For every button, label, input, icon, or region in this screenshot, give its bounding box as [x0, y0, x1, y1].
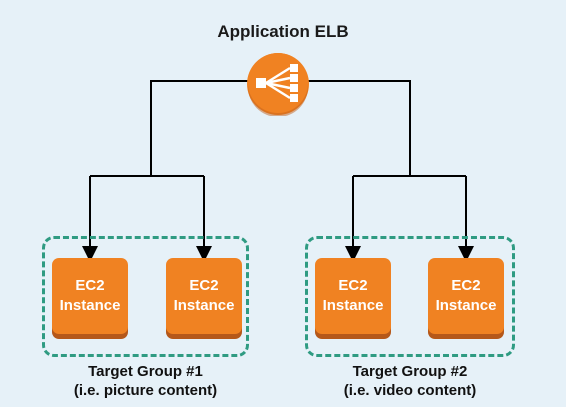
- diagram-title: Application ELB: [217, 22, 349, 41]
- ec2-instance-4: EC2 Instance: [428, 258, 504, 334]
- instance-label-line2: Instance: [173, 297, 235, 314]
- instance-label-line1: EC2: [75, 277, 105, 294]
- elb-icon: [247, 53, 309, 116]
- ec2-instance-1: EC2 Instance: [52, 258, 128, 334]
- target-group-2-title: Target Group #2: [352, 363, 468, 380]
- instance-label-line2: Instance: [59, 297, 121, 314]
- target-group-1-label: Target Group #1 (i.e. picture content): [42, 362, 249, 400]
- target-group-2-subtitle: (i.e. video content): [343, 382, 477, 399]
- target-group-2-box: [305, 236, 515, 357]
- instance-label-line1: EC2: [451, 277, 481, 294]
- instance-label-line1: EC2: [338, 277, 368, 294]
- target-group-1-box: [42, 236, 249, 357]
- ec2-instance-3: EC2 Instance: [315, 258, 391, 334]
- instance-label-line1: EC2: [189, 277, 219, 294]
- target-group-2-label: Target Group #2 (i.e. video content): [305, 362, 515, 400]
- target-group-1-subtitle: (i.e. picture content): [73, 382, 218, 399]
- instance-label-line2: Instance: [435, 297, 497, 314]
- target-group-1-title: Target Group #1: [88, 363, 203, 380]
- instance-label-line2: Instance: [322, 297, 384, 314]
- ec2-instance-2: EC2 Instance: [166, 258, 242, 334]
- connector-elb-left: [150, 80, 250, 176]
- connector-elb-right: [308, 80, 411, 176]
